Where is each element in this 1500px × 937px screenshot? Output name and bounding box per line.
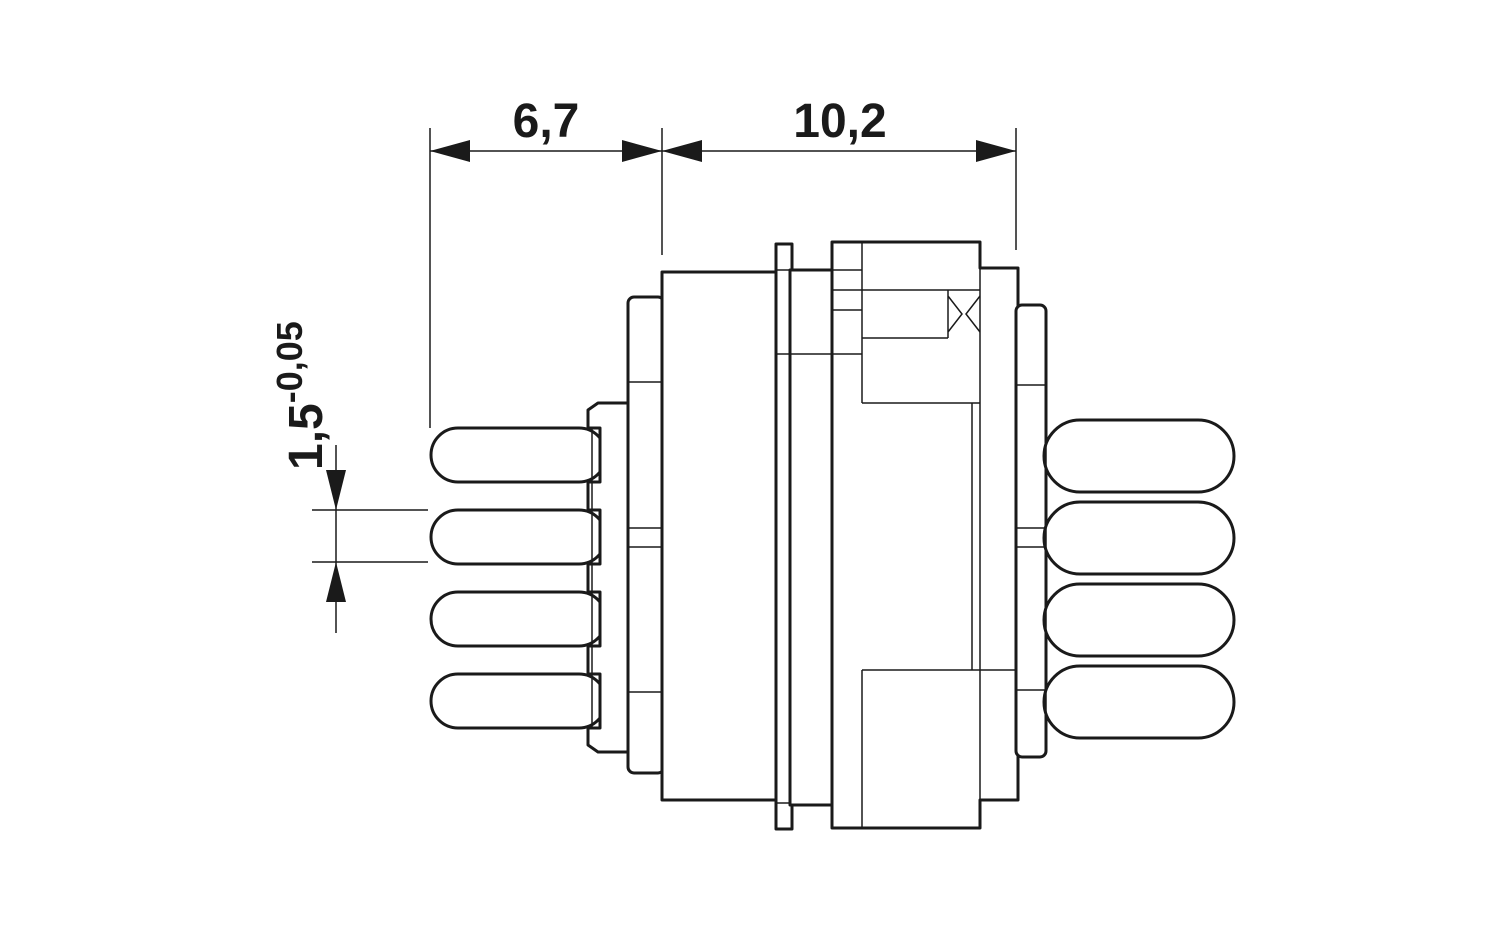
left-pins <box>429 426 608 730</box>
main-housing <box>660 240 1020 831</box>
dimension-pitch-label: 1,5-0,05 <box>269 321 333 470</box>
left-pin-3 <box>429 590 608 648</box>
arrow-left-1 <box>430 140 470 162</box>
arrow-left-2 <box>662 140 702 162</box>
arrow-right-1 <box>622 140 662 162</box>
pitch-base: 1,5 <box>280 403 333 470</box>
dimension-pitch: 1,5-0,05 <box>269 321 428 633</box>
left-collar <box>586 401 632 754</box>
right-flange <box>1014 303 1048 759</box>
dimension-left-width: 6,7 <box>513 95 580 148</box>
right-pin-1 <box>1042 418 1236 494</box>
dimension-top: 6,7 10,2 <box>429 95 1017 428</box>
left-pin-1 <box>429 426 608 484</box>
latch-notch <box>947 290 981 338</box>
housing-right <box>830 240 1020 830</box>
left-pin-4 <box>429 672 608 730</box>
right-pin-2 <box>1042 500 1236 576</box>
arrow-pitch-down <box>326 470 346 510</box>
arrow-right-2 <box>976 140 1016 162</box>
right-pin-3 <box>1042 582 1236 658</box>
housing-body <box>660 270 780 802</box>
housing-mid <box>788 268 836 807</box>
arrow-pitch-up <box>326 562 346 602</box>
left-pin-2 <box>429 508 608 566</box>
left-flange <box>626 295 666 775</box>
pitch-tolerance: -0,05 <box>269 321 310 403</box>
right-pins <box>1042 418 1236 740</box>
right-pin-4 <box>1042 664 1236 740</box>
dimension-right-width: 10,2 <box>793 95 886 148</box>
